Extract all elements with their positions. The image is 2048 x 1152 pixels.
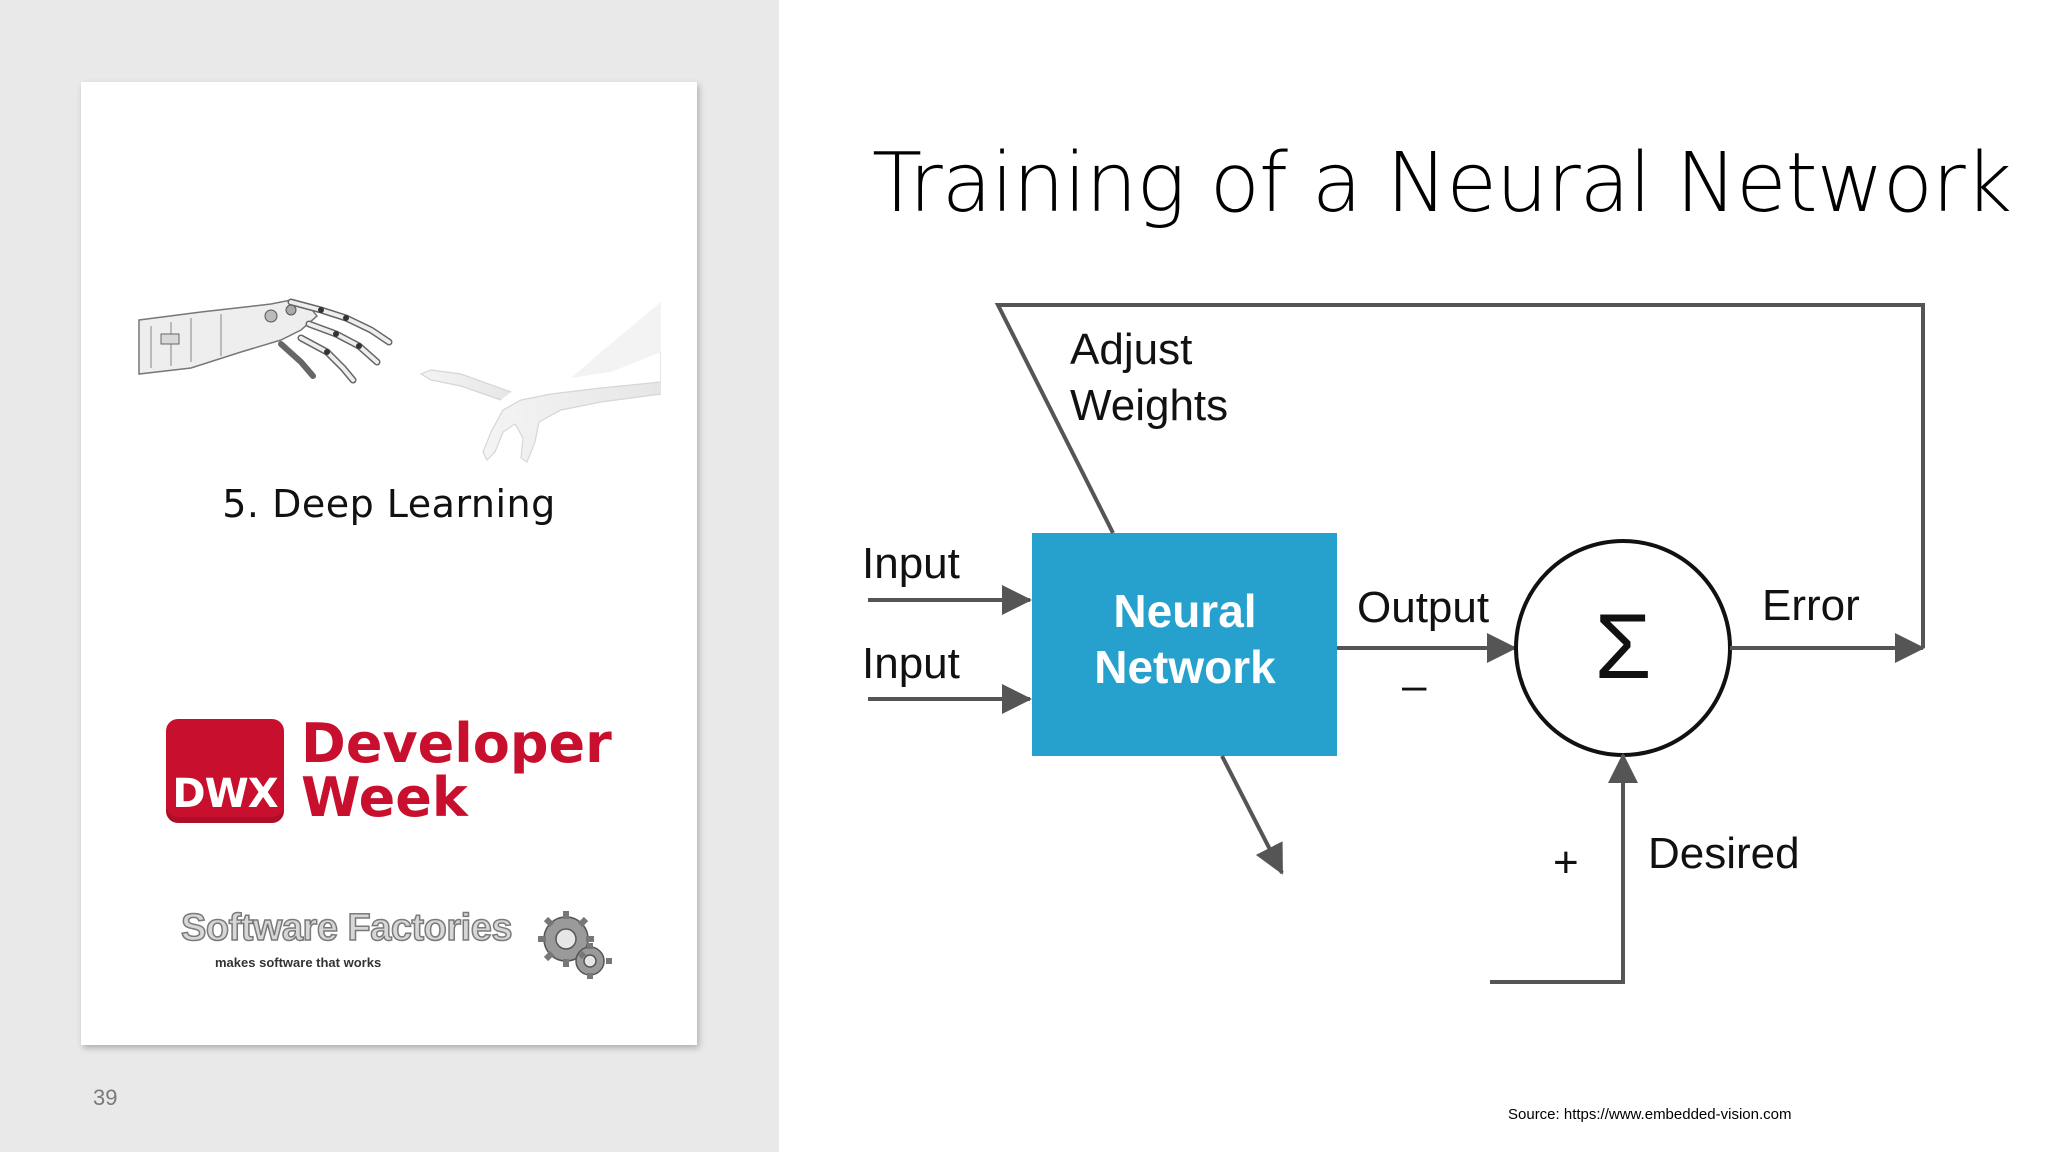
neural-network-label-line2: Network — [1094, 641, 1276, 693]
weight-adjust-arrow — [1222, 756, 1282, 873]
developer-week-logo: DWX Developer Week — [166, 719, 626, 839]
training-diagram: Input Input Neural Network Output – Σ Er… — [840, 290, 1940, 1010]
adjust-weights-label-line2: Weights — [1070, 381, 1228, 430]
input-label-1: Input — [862, 539, 960, 588]
software-factories-logo: Software Factories makes software that w… — [181, 907, 621, 987]
minus-sign: – — [1402, 661, 1427, 710]
sigma-symbol: Σ — [1595, 596, 1652, 698]
input-label-2: Input — [862, 639, 960, 688]
gears-icon — [536, 907, 616, 987]
page-number: 39 — [93, 1085, 117, 1111]
software-factories-tagline: makes software that works — [215, 955, 381, 970]
dwx-word-week: Week — [301, 771, 468, 825]
dwx-word-developer: Developer — [301, 717, 612, 771]
desired-label: Desired — [1648, 829, 1800, 878]
adjust-weights-label-line1: Adjust — [1070, 325, 1192, 374]
output-label: Output — [1357, 583, 1489, 632]
chapter-card: 5. Deep Learning DWX Developer Week Soft… — [81, 82, 697, 1045]
left-panel: 5. Deep Learning DWX Developer Week Soft… — [0, 0, 779, 1152]
source-note: Source: https://www.embedded-vision.com — [1508, 1106, 1791, 1123]
plus-sign: + — [1553, 838, 1579, 887]
error-label: Error — [1762, 581, 1860, 630]
slide-title: Training of a Neural Network — [872, 136, 2011, 231]
dwx-badge-text: DWX — [166, 771, 284, 817]
software-factories-name: Software Factories — [181, 907, 512, 950]
chapter-title: 5. Deep Learning — [81, 482, 697, 526]
neural-network-label-line1: Neural — [1113, 585, 1256, 637]
dwx-badge: DWX — [166, 719, 284, 823]
